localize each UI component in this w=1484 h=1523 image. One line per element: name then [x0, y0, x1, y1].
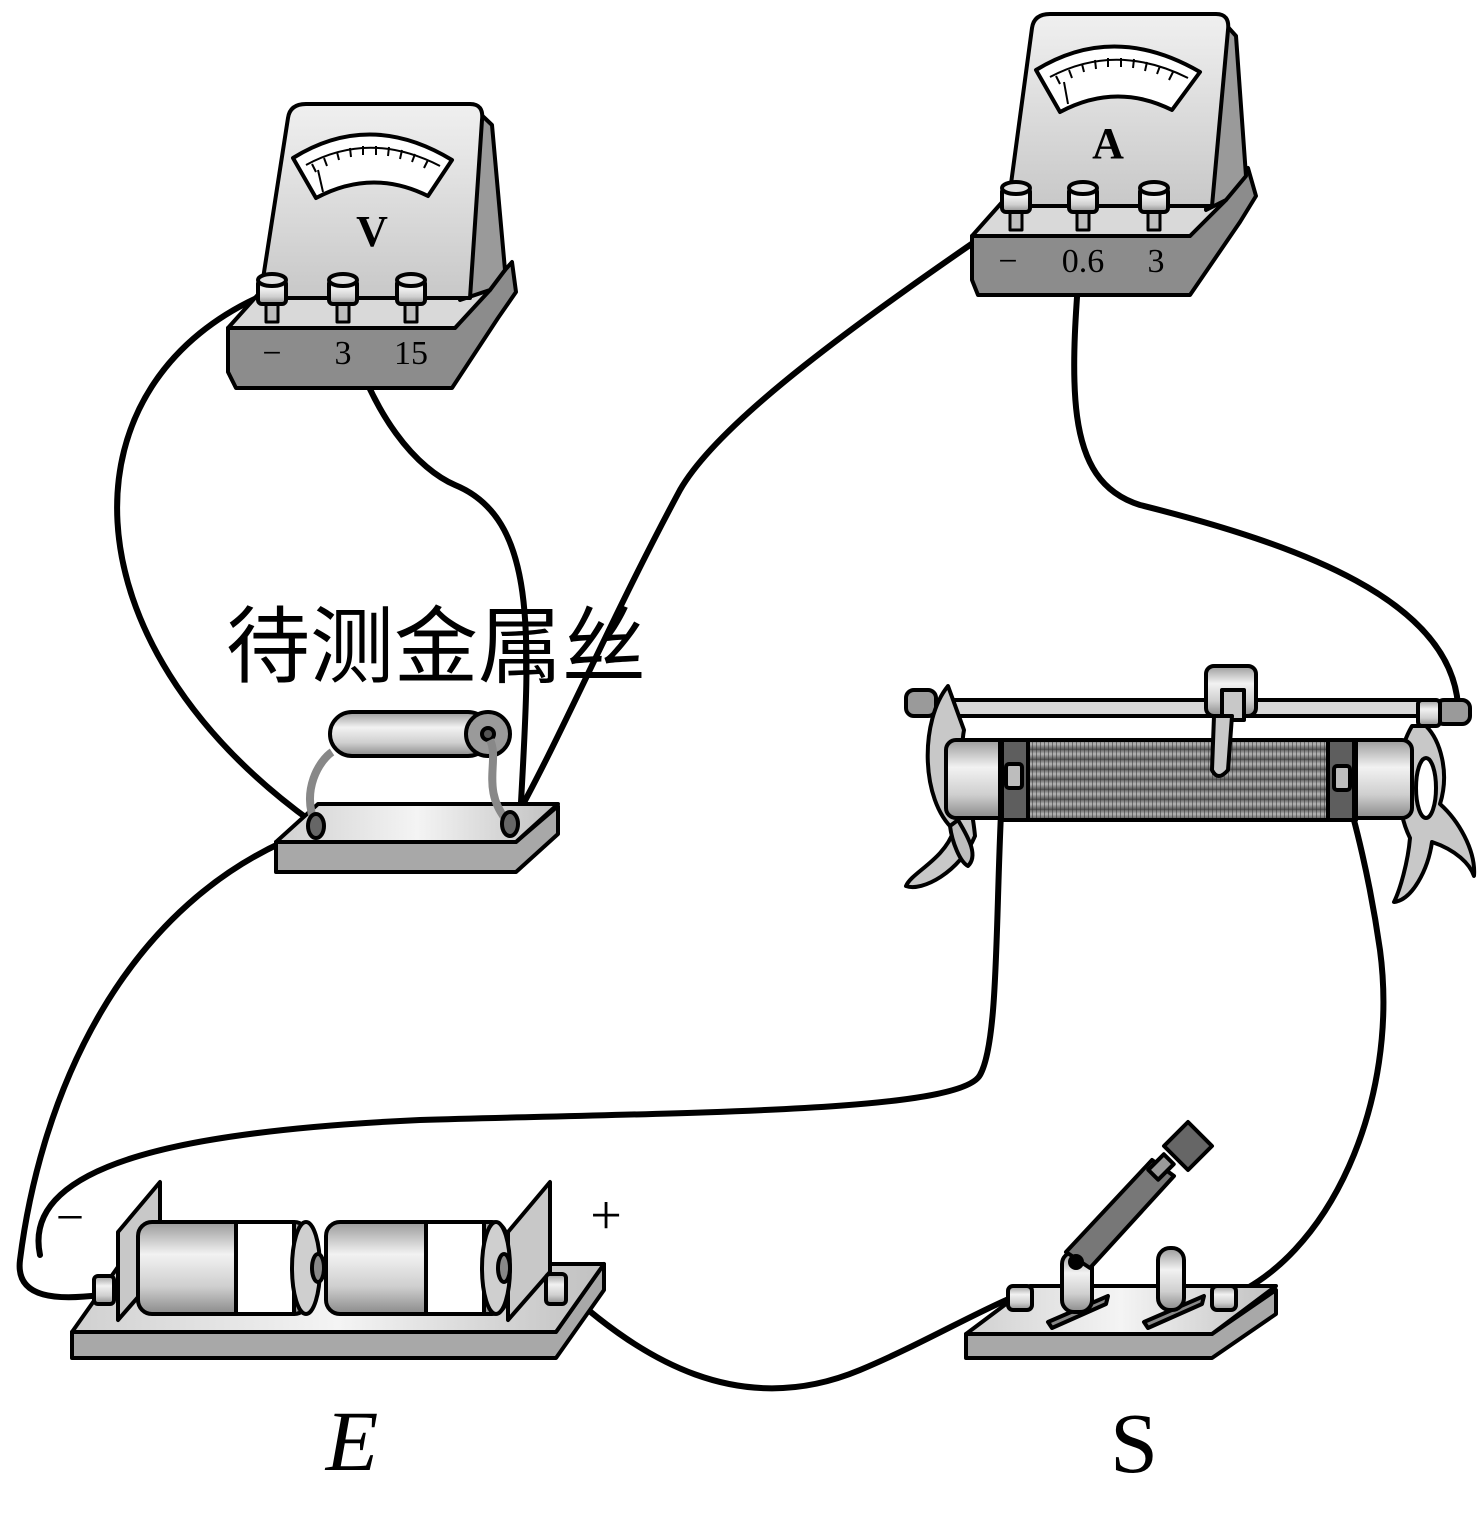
- wire-voltmeter-3-to-sample-right: [340, 309, 530, 823]
- battery-label: E: [324, 1393, 379, 1489]
- switch-contact-post: [1156, 1246, 1186, 1312]
- sample-terminal-left[interactable]: [306, 812, 326, 840]
- voltmeter-terminal-15[interactable]: [395, 272, 427, 324]
- wire-sample-left-to-battery-neg: [16, 827, 315, 1301]
- rheostat: [904, 664, 1477, 904]
- battery-neg-label: −: [56, 1189, 84, 1245]
- voltmeter-terminal-3[interactable]: [327, 272, 359, 324]
- wire-ammeter-06-to-rheostat-right: [1071, 215, 1461, 708]
- ammeter-face: [1006, 12, 1231, 208]
- wire-voltmeter-neg-to-sample-left: [114, 290, 315, 825]
- rheostat-clip-left: [948, 818, 975, 868]
- battery-cell-2: [324, 1220, 512, 1316]
- rheostat-slide-rod: [934, 698, 1438, 718]
- metal-wire-sample: [274, 710, 560, 874]
- ammeter-dial: [1034, 44, 1202, 114]
- rheostat-stand-right: [1392, 724, 1477, 904]
- voltmeter-terminal-label-15: 15: [394, 335, 428, 372]
- rheostat-terminal-bottom-right[interactable]: [1332, 764, 1352, 792]
- rheostat-terminal-bottom-left[interactable]: [1004, 762, 1024, 790]
- switch-terminal-right[interactable]: [1210, 1284, 1238, 1312]
- ammeter-terminal-3[interactable]: [1138, 180, 1170, 232]
- rheostat-slider[interactable]: [1204, 664, 1258, 778]
- wire-battery-pos-to-switch-left: [557, 1282, 1021, 1392]
- voltmeter-symbol: V: [356, 207, 388, 256]
- voltmeter-needle: [317, 169, 324, 193]
- sample-lead-right: [486, 738, 512, 825]
- switch-label: S: [1110, 1395, 1158, 1491]
- switch-handle[interactable]: [1162, 1120, 1214, 1172]
- wires: [16, 209, 1461, 1392]
- battery: [70, 1180, 606, 1360]
- voltmeter-dial: [291, 132, 454, 200]
- battery-terminal-pos[interactable]: [544, 1272, 568, 1306]
- voltmeter: V − 3 15: [226, 102, 518, 390]
- battery-terminal-neg[interactable]: [92, 1274, 116, 1306]
- wire-ammeter-neg-to-sample-right: [507, 209, 1021, 831]
- rheostat-rod-cap-left: [904, 688, 938, 718]
- switch-terminal-left[interactable]: [1006, 1284, 1034, 1312]
- sample-terminal-right[interactable]: [500, 810, 520, 838]
- switch-blade[interactable]: [1064, 1120, 1214, 1270]
- battery-cell-1: [136, 1220, 326, 1316]
- voltmeter-terminal-label-3: 3: [335, 335, 352, 372]
- wire-switch-right-to-rheostat-right: [1219, 779, 1387, 1303]
- ammeter-terminal-06[interactable]: [1067, 180, 1099, 232]
- ammeter-terminal-label-06: 0.6: [1062, 243, 1105, 280]
- rheostat-coil: [998, 738, 1358, 822]
- voltmeter-terminal-label-neg: −: [262, 335, 281, 372]
- sample-board-top: [274, 802, 560, 844]
- ammeter-symbol: A: [1092, 119, 1124, 168]
- knife-switch: [964, 1120, 1278, 1360]
- ammeter: A − 0.6 3: [970, 12, 1258, 297]
- ammeter-terminal-neg[interactable]: [1000, 180, 1032, 232]
- ammeter-needle: [1063, 81, 1069, 105]
- rheostat-terminal-top-right[interactable]: [1416, 698, 1442, 728]
- ammeter-scale-ticks: [1049, 58, 1189, 85]
- battery-pos-label: +: [590, 1185, 622, 1247]
- ammeter-terminal-label-neg: −: [998, 243, 1017, 280]
- ammeter-terminal-label-3: 3: [1148, 243, 1165, 280]
- wire-battery-neg-to-rheostat-left: [35, 772, 1006, 1258]
- voltmeter-terminal-neg[interactable]: [256, 272, 288, 324]
- wire-sample-label: 待测金属丝: [226, 598, 646, 696]
- voltmeter-scale-ticks: [305, 146, 441, 173]
